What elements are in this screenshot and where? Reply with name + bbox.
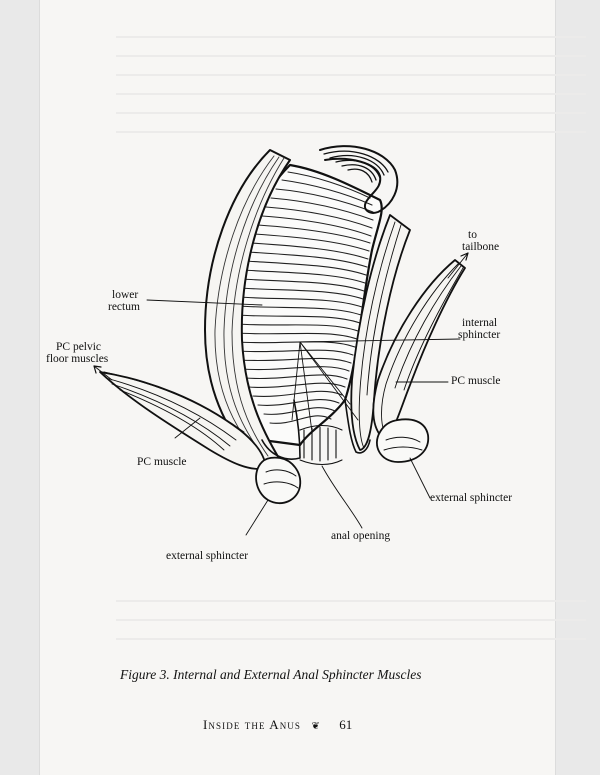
label-anal-opening: anal opening: [331, 530, 391, 542]
bleed-through-line: [116, 131, 586, 133]
label-lower-rectum-line1: lower: [112, 289, 139, 301]
bleed-through-line: [116, 638, 586, 640]
label-lower-rectum-line2: rectum: [108, 301, 140, 313]
right-inner-column: [350, 214, 411, 451]
internal-sphincter-left: [261, 399, 301, 460]
running-title: Inside the Anus: [203, 717, 301, 732]
left-external-sphincter: [255, 456, 302, 505]
bleed-through-line: [116, 112, 586, 114]
figure-caption: Figure 3. Internal and External Anal Sph…: [120, 667, 422, 682]
bleed-through-line: [116, 619, 586, 621]
label-external-sphincter-left: external sphincter: [166, 550, 249, 562]
bleed-through-line: [116, 36, 586, 38]
bleed-through-line: [116, 600, 586, 602]
internal-sphincter-right: [344, 399, 371, 454]
bleed-through-line: [116, 55, 586, 57]
label-internal-sphincter-line2: sphincter: [458, 329, 501, 341]
page-number: 61: [339, 717, 353, 732]
label-external-sphincter-right: external sphincter: [430, 492, 513, 504]
right-pc-fibers: [381, 263, 464, 437]
bleed-through-line: [116, 93, 586, 95]
label-to-tailbone-line1: to: [468, 229, 477, 241]
label-pc-muscle-left: PC muscle: [137, 456, 187, 468]
rectum-striations: [235, 171, 374, 424]
bleed-through-line: [116, 74, 586, 76]
label-internal-sphincter-line1: internal: [462, 317, 498, 329]
left-pc-pelvic-fibers: [103, 371, 245, 451]
label-pc-pelvic-line1: PC pelvic: [56, 341, 102, 353]
ornament-icon: ❦: [311, 721, 321, 732]
label-to-tailbone-line2: tailbone: [462, 241, 500, 253]
leader-lines: [93, 252, 469, 536]
right-inner-fibers: [358, 221, 402, 449]
anal-canal-folds: [299, 424, 343, 466]
left-band-fibers: [214, 155, 285, 457]
rectal-fold: [319, 145, 399, 214]
right-external-sphincter: [376, 418, 430, 463]
label-pc-pelvic-line2: floor muscles: [46, 353, 109, 365]
page-footer: Inside the Anus ❦ 61: [203, 717, 352, 733]
label-pc-muscle-right: PC muscle: [451, 375, 501, 387]
